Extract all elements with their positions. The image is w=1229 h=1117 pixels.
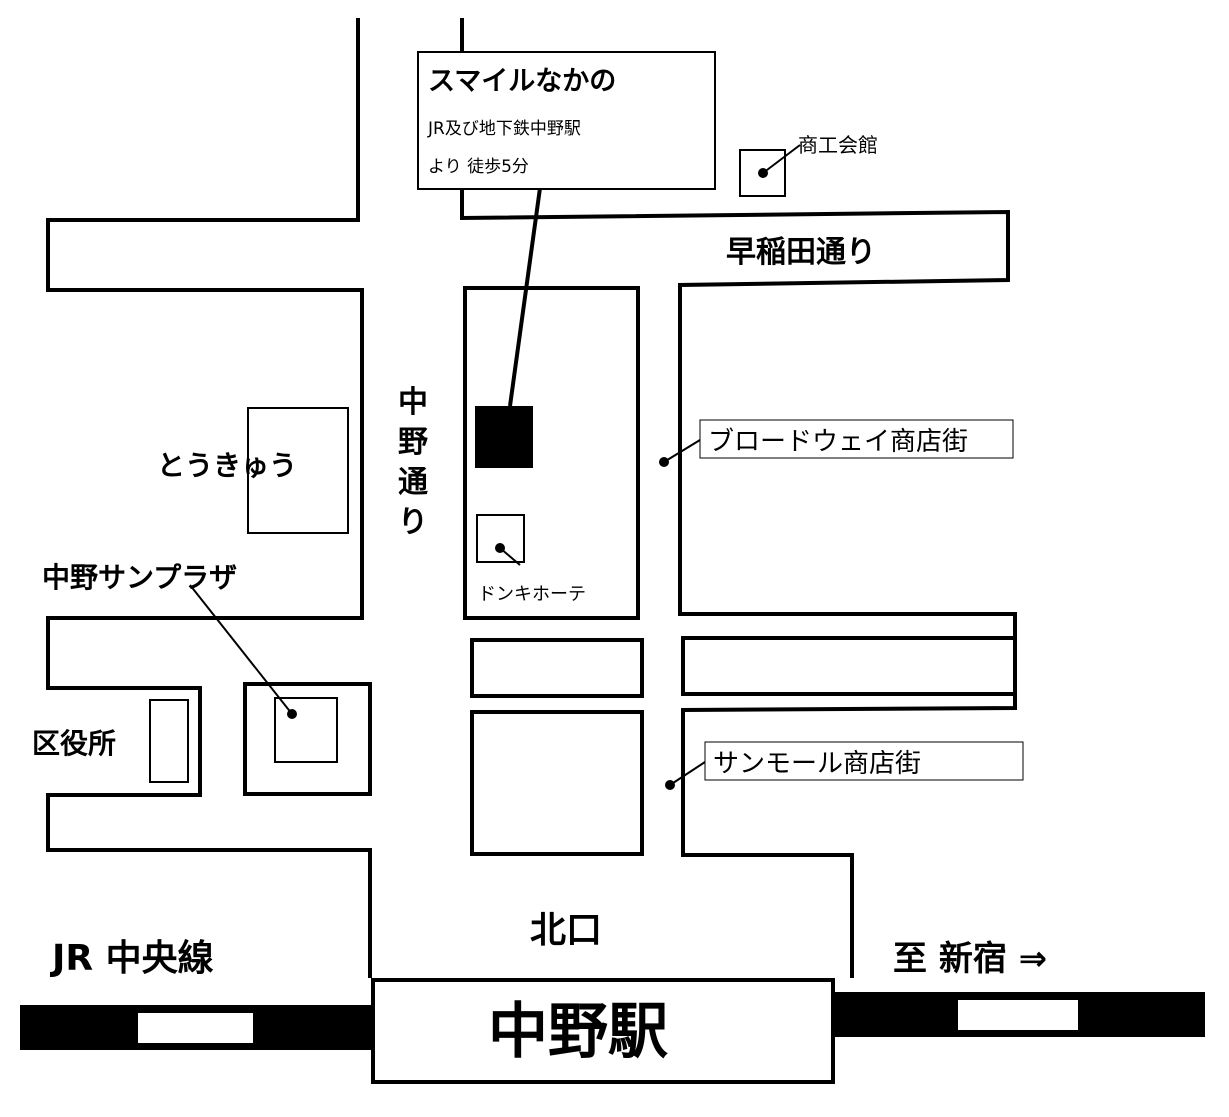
label-broadway: ブロードウェイ商店街 (708, 427, 968, 457)
station-box (371, 978, 835, 1084)
label-jr-chuo-line: JR 中央線 (49, 938, 214, 979)
building-sunplaza (274, 697, 338, 763)
callout-box (417, 51, 716, 190)
broadway-label-box (699, 419, 1014, 459)
callout-line1: JR及び地下鉄中野駅 (427, 119, 581, 139)
label-donki: ドンキホーテ (478, 584, 586, 605)
label-kuyakusho: 区役所 (32, 727, 116, 760)
building-donki (476, 514, 525, 563)
callout-line2: より 徒歩5分 (428, 157, 529, 177)
street-edge-n (460, 18, 1017, 640)
building-kuyakusho (149, 699, 189, 783)
destination-smile-nakano-marker (475, 406, 533, 468)
label-nakano-dori-char-1: 中 (398, 385, 428, 420)
block-south-mid (470, 710, 644, 856)
label-kitaguchi: 北口 (530, 910, 602, 951)
leader-sunplaza (189, 584, 293, 715)
building-shoko-kaikan (739, 149, 786, 197)
street-edge-nw (46, 18, 372, 978)
leader-shoko-kaikan (762, 144, 801, 174)
label-nakano-dori-char-2: 野 (398, 425, 428, 460)
label-waseda-dori: 早稲田通り (726, 235, 876, 270)
label-nakano-station: 中野駅 (488, 997, 668, 1067)
block-small-2 (681, 636, 1017, 696)
label-to-shinjuku: 至 新宿 ⇒ (893, 939, 1047, 979)
label-nakano-dori-char-4: り (398, 505, 428, 540)
leader-broadway (663, 439, 701, 463)
label-nakano-dori: 中 野 通 り (398, 385, 428, 540)
sunmall-label-box (704, 741, 1024, 781)
rail-track-east-gap (958, 1000, 1078, 1030)
label-tokyu: とうきゅう (157, 449, 297, 482)
callout-title: スマイルなかの (428, 66, 616, 97)
label-nakano-dori-char-3: 通 (398, 465, 428, 500)
rail-track-west-gap (138, 1013, 253, 1043)
leader-sunmall (669, 761, 706, 786)
block-broadway (463, 286, 640, 620)
callout-leader (508, 187, 542, 407)
street-edge-se (681, 690, 1017, 978)
label-sunplaza: 中野サンプラザ (42, 561, 237, 594)
block-small-1 (470, 638, 644, 698)
building-tokyu (247, 407, 349, 534)
block-sunplaza (243, 682, 372, 796)
leader-donki (499, 547, 521, 566)
label-shoko-kaikan: 商工会館 (798, 133, 878, 157)
label-sunmall: サンモール商店街 (713, 749, 921, 779)
